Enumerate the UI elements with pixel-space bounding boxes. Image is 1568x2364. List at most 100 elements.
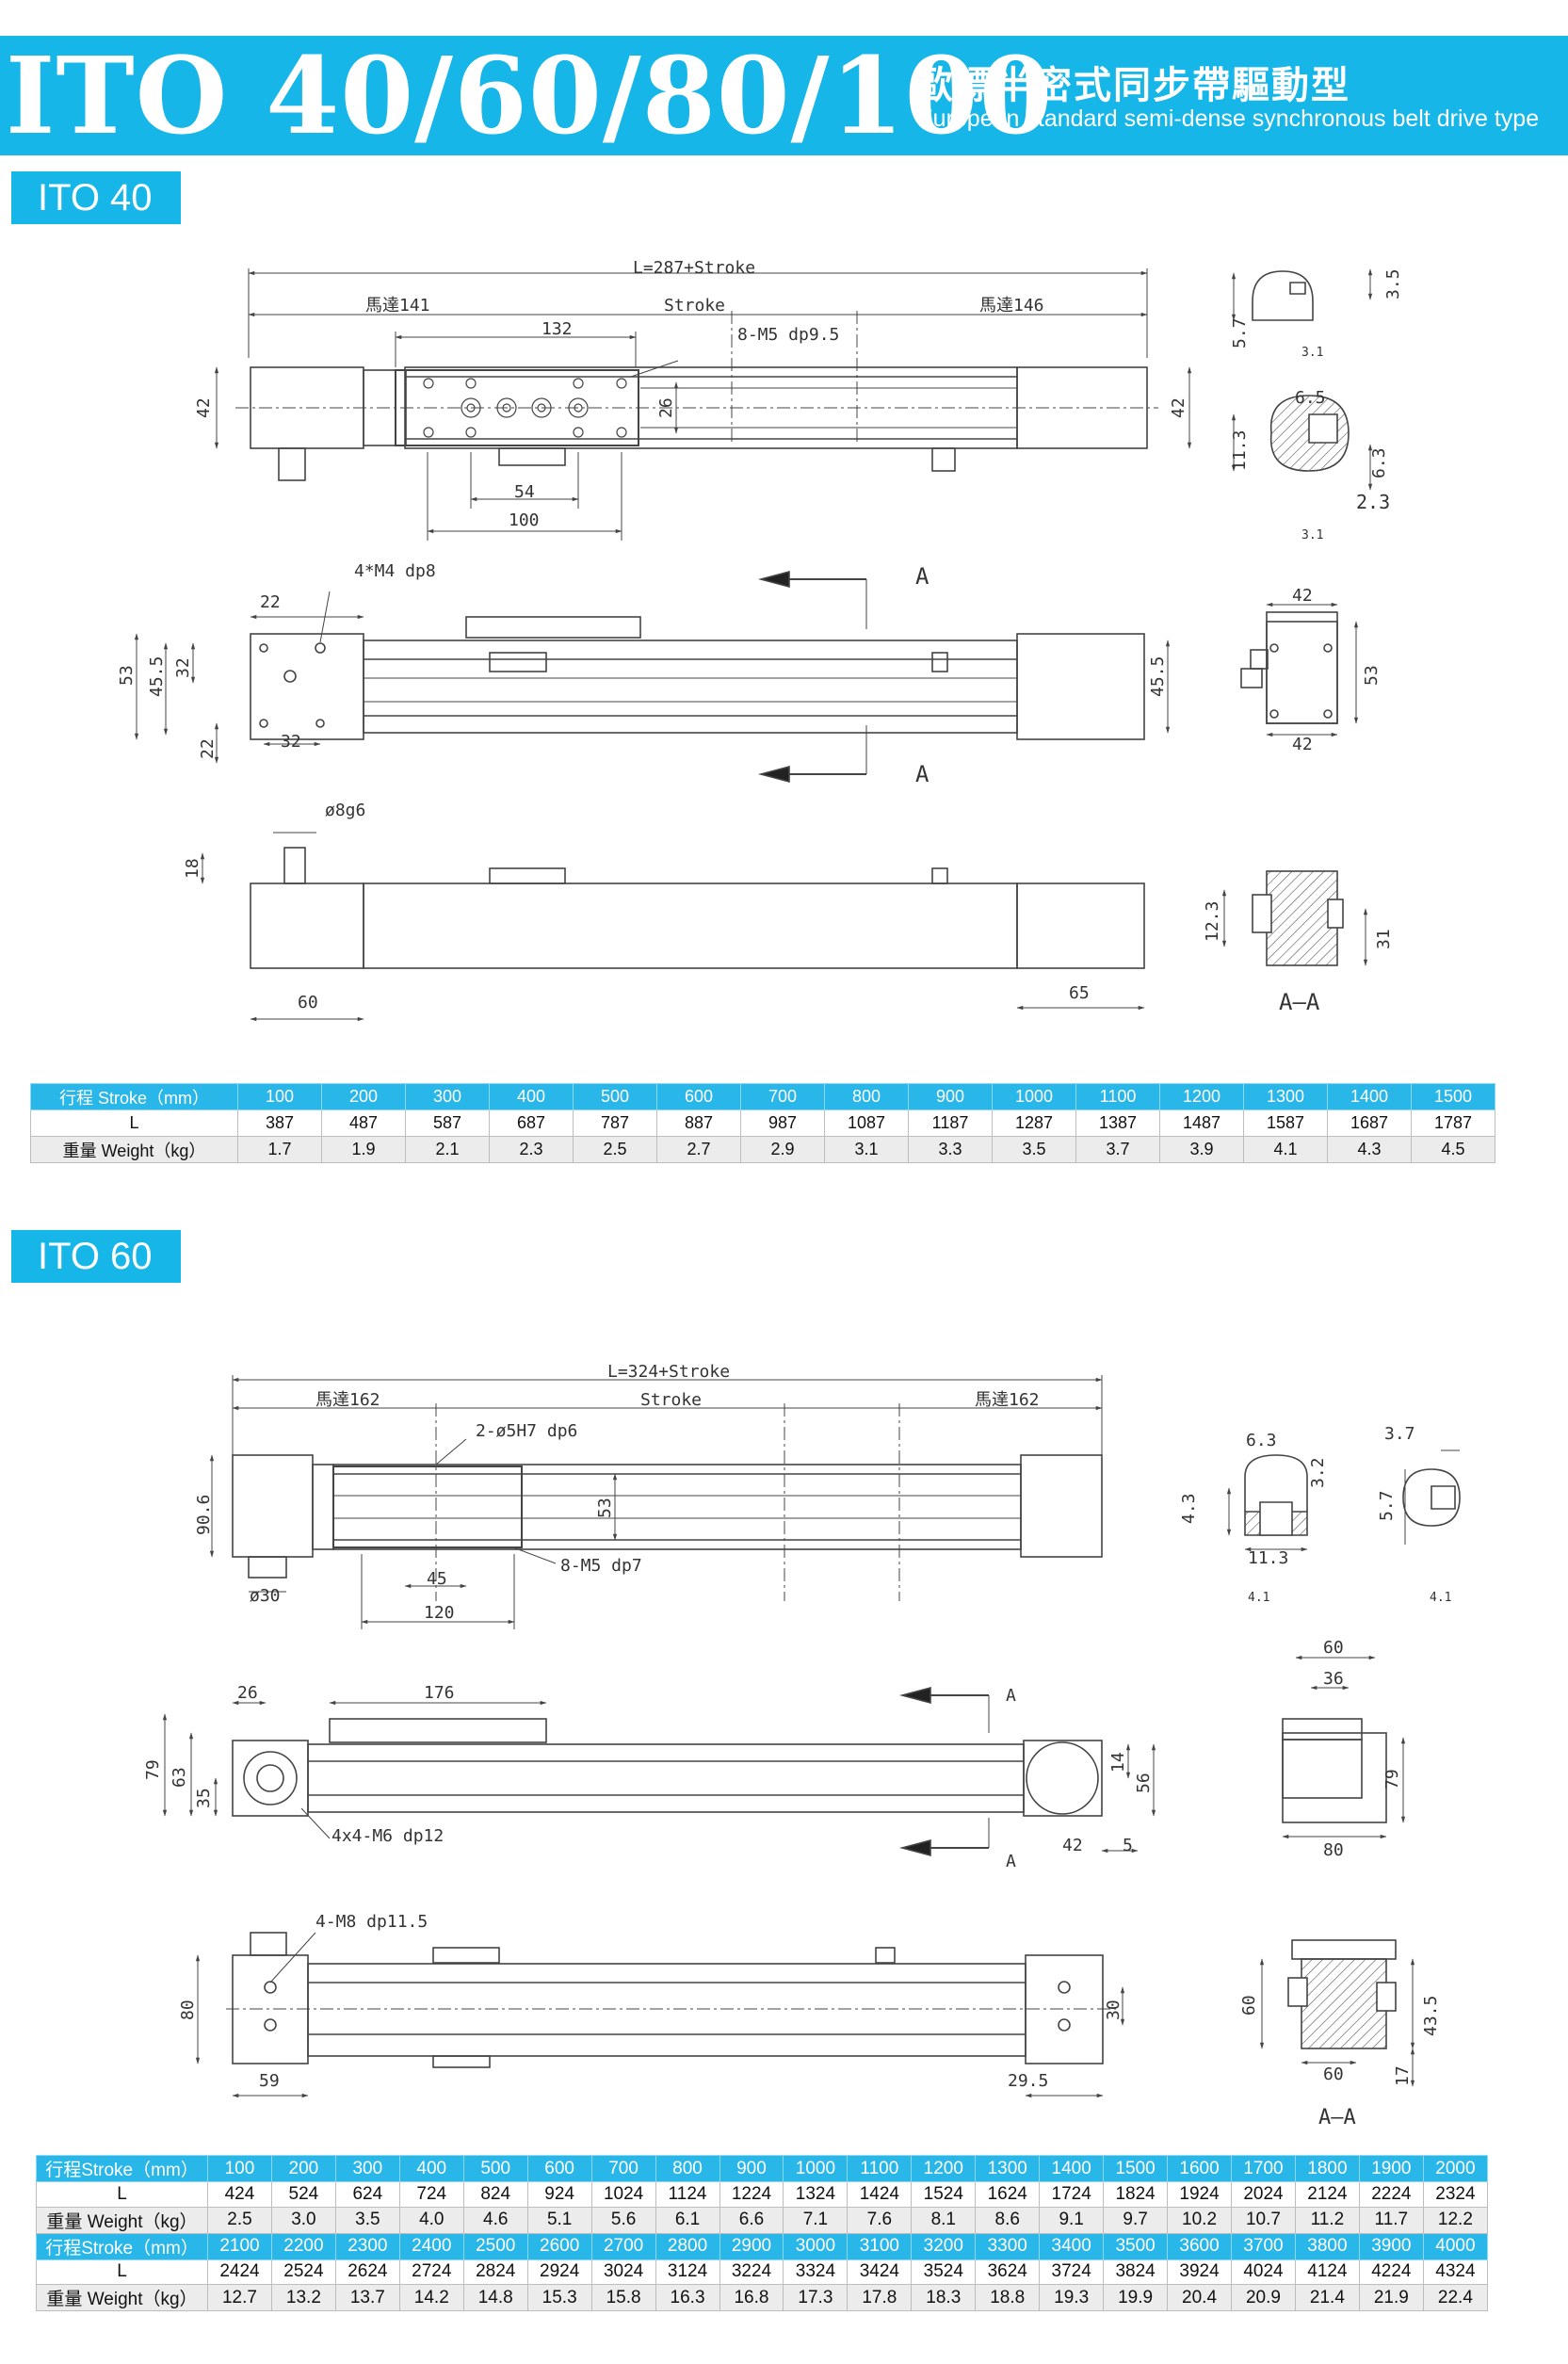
table-cell: 3200 bbox=[911, 2232, 977, 2260]
table-cell: 3824 bbox=[1103, 2259, 1169, 2285]
table-cell: 2.1 bbox=[405, 1136, 490, 1163]
table-cell: 15.8 bbox=[590, 2284, 656, 2311]
table-cell: 15.3 bbox=[526, 2284, 592, 2311]
table-cell: 1000 bbox=[783, 2155, 849, 2182]
table-cell: 8.6 bbox=[975, 2206, 1041, 2234]
title-english: European standard semi-dense synchronous… bbox=[917, 105, 1540, 132]
table-cell: 1500 bbox=[1103, 2155, 1169, 2182]
dim-42: 42 bbox=[1062, 1836, 1083, 1855]
table-cell: 11.2 bbox=[1294, 2206, 1360, 2234]
section-label-ito40: ITO 40 bbox=[11, 171, 181, 224]
dim-32b: 32 bbox=[281, 732, 301, 752]
table-cell: 19.9 bbox=[1103, 2284, 1169, 2311]
table-cell: 1.7 bbox=[237, 1136, 322, 1163]
table-cell: 1600 bbox=[1167, 2155, 1232, 2182]
table-cell: 4.1 bbox=[1243, 1136, 1328, 1163]
table-cell: 300 bbox=[405, 1083, 490, 1110]
row-header-cell: 重量 Weight（kg） bbox=[36, 2206, 208, 2234]
table-cell: 3024 bbox=[590, 2259, 656, 2285]
table-cell: 2524 bbox=[270, 2259, 336, 2285]
dim-14: 14 bbox=[1108, 1752, 1128, 1773]
table-cell: 1300 bbox=[1243, 1083, 1328, 1110]
dim-right: 馬達162 bbox=[975, 1390, 1040, 1410]
table-cell: 2000 bbox=[1422, 2155, 1489, 2182]
table-cell: 724 bbox=[398, 2181, 464, 2208]
dim-26: 26 bbox=[656, 397, 676, 418]
table-cell: 3124 bbox=[655, 2259, 720, 2285]
table-cell: 1924 bbox=[1167, 2181, 1232, 2208]
table-cell: 700 bbox=[740, 1083, 825, 1110]
table-cell: 7.1 bbox=[783, 2206, 849, 2234]
dim-total-length: L=324+Stroke bbox=[607, 1362, 730, 1382]
section-17: 17 bbox=[1393, 2065, 1413, 2086]
dim-53: 53 bbox=[117, 665, 137, 686]
table-cell: 500 bbox=[462, 2155, 528, 2182]
profile-3-1b: 3.1 bbox=[1301, 528, 1323, 542]
dim-100: 100 bbox=[509, 510, 540, 530]
table-cell: 21.4 bbox=[1294, 2284, 1360, 2311]
ito40-drawing bbox=[134, 268, 1373, 1022]
ito40-dimension-labels: L=287+Stroke 馬達141 Stroke 馬達146 132 8-M5… bbox=[117, 258, 1403, 1015]
table-cell: 1624 bbox=[975, 2181, 1041, 2208]
table-cell: 2600 bbox=[526, 2232, 592, 2260]
table-cell: 2124 bbox=[1294, 2181, 1360, 2208]
dim-pin: 2-ø5H7 dp6 bbox=[476, 1421, 577, 1441]
table-cell: 400 bbox=[489, 1083, 574, 1110]
dim-45: 45 bbox=[427, 1569, 447, 1589]
table-cell: 1100 bbox=[1075, 1083, 1160, 1110]
table-cell: 1024 bbox=[590, 2181, 656, 2208]
dim-right: 馬達146 bbox=[979, 296, 1044, 316]
dim-26: 26 bbox=[237, 1683, 258, 1703]
table-cell: 2200 bbox=[270, 2232, 336, 2260]
dim-79: 79 bbox=[143, 1759, 163, 1780]
table-cell: 3000 bbox=[783, 2232, 849, 2260]
dim-h42b: 42 bbox=[1169, 397, 1188, 418]
table-cell: 600 bbox=[526, 2155, 592, 2182]
table-cell: 600 bbox=[656, 1083, 741, 1110]
table-cell: 1500 bbox=[1411, 1083, 1495, 1110]
table-cell: 3.5 bbox=[334, 2206, 400, 2234]
table-cell: 4.6 bbox=[462, 2206, 528, 2234]
table-cell: 1700 bbox=[1231, 2155, 1296, 2182]
row-header-cell: 重量 Weight（kg） bbox=[30, 1136, 238, 1163]
table-cell: 387 bbox=[237, 1109, 322, 1137]
dim-60: 60 bbox=[298, 993, 318, 1012]
section-31: 31 bbox=[1374, 929, 1394, 949]
table-cell: 924 bbox=[526, 2181, 592, 2208]
table-cell: 400 bbox=[398, 2155, 464, 2182]
end-42b: 42 bbox=[1292, 735, 1313, 754]
table-cell: 3.3 bbox=[908, 1136, 993, 1163]
table-cell: 100 bbox=[207, 2155, 272, 2182]
table-cell: 3724 bbox=[1039, 2259, 1105, 2285]
ito60-dimension-labels: L=324+Stroke 馬達162 Stroke 馬達162 2-ø5H7 d… bbox=[143, 1362, 1451, 2129]
table-cell: 14.8 bbox=[462, 2284, 528, 2311]
table-cell: 1487 bbox=[1159, 1109, 1244, 1137]
dim-176: 176 bbox=[424, 1683, 455, 1703]
dim-132: 132 bbox=[542, 319, 573, 339]
table-cell: 1724 bbox=[1039, 2181, 1105, 2208]
table-cell: 2324 bbox=[1422, 2181, 1489, 2208]
table-cell: 100 bbox=[237, 1083, 322, 1110]
table-cell: 22.4 bbox=[1422, 2284, 1489, 2311]
table-cell: 18.3 bbox=[911, 2284, 977, 2311]
table-cell: 9.1 bbox=[1039, 2206, 1105, 2234]
table-cell: 10.7 bbox=[1231, 2206, 1296, 2234]
table-cell: 2400 bbox=[398, 2232, 464, 2260]
table-cell: 1287 bbox=[992, 1109, 1076, 1137]
table-cell: 887 bbox=[656, 1109, 741, 1137]
table-cell: 3224 bbox=[719, 2259, 784, 2285]
table-cell: 2624 bbox=[334, 2259, 400, 2285]
table-cell: 2100 bbox=[207, 2232, 272, 2260]
table-cell: 1800 bbox=[1294, 2155, 1360, 2182]
profile-4-1a: 4.1 bbox=[1248, 1591, 1269, 1605]
table-cell: 10.2 bbox=[1167, 2206, 1232, 2234]
dim-90-6: 90.6 bbox=[194, 1495, 214, 1535]
dim-h42a: 42 bbox=[194, 397, 214, 418]
profile-2-3: 2.3 bbox=[1356, 491, 1390, 513]
